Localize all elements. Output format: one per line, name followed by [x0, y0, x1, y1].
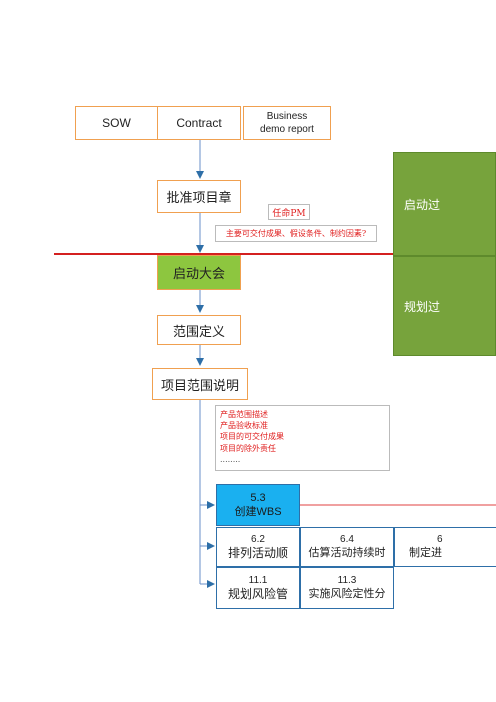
phase-initiation-label: 启动过	[404, 197, 441, 212]
contract-label: Contract	[176, 116, 222, 130]
business-report-box: Business demo report	[243, 106, 331, 140]
charter-contents-text: 主要可交付成果、假设条件、制约因素?	[225, 229, 367, 238]
charter-contents-note: 主要可交付成果、假设条件、制约因素?	[215, 225, 377, 242]
scope-definition-node: 范围定义	[157, 315, 241, 345]
sow-label: SOW	[102, 116, 131, 130]
wbs-label: 创建WBS	[234, 506, 282, 518]
activity-label: 排列活动顺	[227, 545, 288, 560]
activity-number: 11.3	[337, 575, 357, 587]
activity-label: 估算活动持续时	[308, 546, 386, 560]
activity-number: 6	[437, 534, 443, 546]
scope-definition-label: 范围定义	[172, 324, 225, 340]
activity-number: 6.2	[251, 533, 265, 545]
activity-label: 实施风险定性分	[308, 587, 386, 601]
appoint-pm-note: 任命PM	[268, 204, 310, 220]
activity-label: 规划风险管	[227, 586, 288, 601]
scope-item: 项目的可交付成果	[220, 432, 284, 442]
scope-item: ........	[220, 454, 241, 464]
phase-initiation: 启动过	[393, 152, 496, 256]
scope-items-note: 产品范围描述 产品验收标准 项目的可交付成果 项目的除外责任 ........	[215, 405, 390, 471]
scope-item: 项目的除外责任	[220, 443, 276, 453]
kickoff-node: 启动大会	[157, 255, 241, 290]
scope-item: 产品范围描述	[220, 410, 268, 419]
appoint-pm-text: 任命PM	[272, 208, 306, 219]
approve-charter-label: 批准项目章	[166, 191, 232, 206]
approve-charter-node: 批准项目章	[157, 180, 241, 213]
activity-number: 11.1	[248, 574, 268, 586]
sow-box: SOW	[75, 106, 158, 140]
activity-cell: 11.1 规划风险管	[216, 567, 300, 609]
phase-planning: 规划过	[393, 256, 496, 356]
scope-statement-node: 项目范围说明	[152, 368, 248, 400]
activity-cell: 6 制定进	[394, 527, 496, 567]
phase-planning-label: 规划过	[404, 299, 441, 314]
activity-label: 制定进	[409, 546, 442, 560]
flow-branch-line	[199, 400, 215, 588]
activity-cell: 6.2 排列活动顺	[216, 527, 300, 567]
activity-cell: 6.4 估算活动持续时	[300, 527, 394, 567]
wbs-number: 5.3	[250, 491, 266, 504]
contract-box: Contract	[157, 106, 241, 140]
wbs-node: 5.3 创建WBS	[216, 484, 300, 526]
scope-item: 产品验收标准	[220, 421, 268, 431]
kickoff-label: 启动大会	[172, 267, 225, 282]
business-label-line2: demo report	[260, 124, 314, 135]
activity-cell: 11.3 实施风险定性分	[300, 567, 394, 609]
activity-number: 6.4	[340, 534, 354, 546]
business-label-line1: Business	[266, 111, 308, 122]
scope-statement-label: 项目范围说明	[160, 378, 239, 394]
